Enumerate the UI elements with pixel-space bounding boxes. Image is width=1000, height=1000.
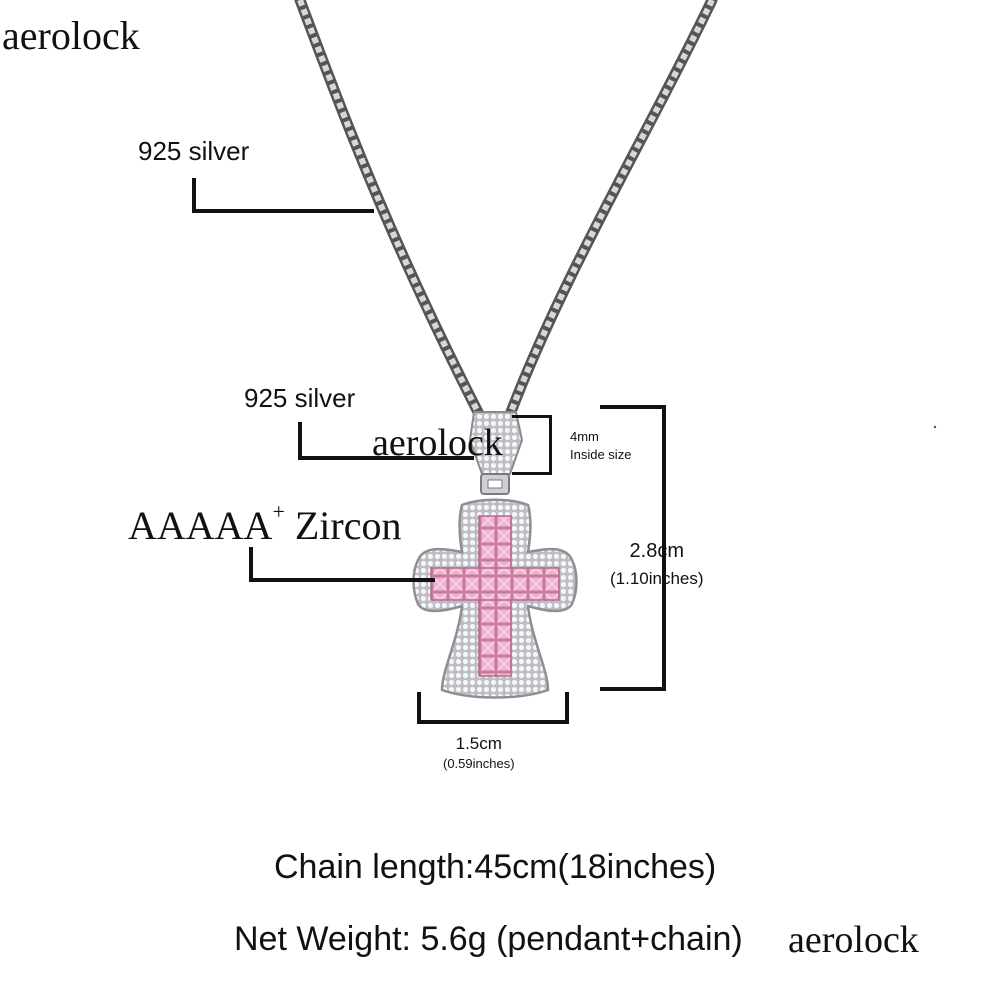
callout-chain-horizontal — [192, 209, 374, 213]
stone-grade-label: AAAAA+ Zircon — [128, 498, 402, 549]
height-bracket-top — [600, 405, 666, 409]
bail-size-value: 4mm — [570, 429, 599, 444]
callout-bail-horizontal — [298, 456, 474, 460]
stone-grade-suffix: Zircon — [284, 503, 402, 548]
width-label: 1.5cm (0.59inches) — [443, 734, 515, 774]
cross-pendant — [412, 498, 578, 699]
stone-grade-prefix: AAAAA — [128, 503, 273, 548]
stone-grade-plus: + — [272, 498, 285, 524]
chain-left-strand — [294, 0, 488, 426]
chain-right-strand — [502, 0, 718, 426]
callout-chain-vertical — [192, 178, 196, 213]
height-inches: (1.10inches) — [610, 569, 704, 588]
chain-material-label: 925 silver — [138, 136, 250, 166]
width-bracket-right — [565, 692, 569, 724]
net-weight-spec: Net Weight: 5.6g (pendant+chain) — [234, 920, 743, 958]
watermark-top-left: aerolock — [2, 13, 140, 58]
width-bracket-left — [417, 692, 421, 724]
stray-dot — [933, 425, 937, 429]
callout-zircon-horizontal — [249, 578, 435, 582]
height-label: 2.8cm (1.10inches) — [610, 537, 704, 593]
bail-bracket-side — [549, 415, 552, 475]
bail-bracket-top — [512, 415, 552, 418]
height-bracket-bottom — [600, 687, 666, 691]
height-value: 2.8cm — [629, 540, 685, 562]
pendant-bail — [468, 411, 524, 495]
chain-length-spec: Chain length:45cm(18inches) — [274, 848, 717, 886]
watermark-bottom-right: aerolock — [788, 919, 919, 961]
bail-material-label: 925 silver — [244, 383, 356, 413]
watermark-center: aerolock — [372, 422, 503, 464]
callout-bail-vertical — [298, 422, 302, 460]
bail-size-label: 4mm Inside size — [570, 428, 631, 464]
width-inches: (0.59inches) — [443, 756, 515, 771]
width-bracket-bottom — [417, 720, 569, 724]
width-value: 1.5cm — [455, 734, 502, 753]
bail-bracket-bottom — [512, 472, 552, 475]
bail-size-note: Inside size — [570, 447, 632, 462]
callout-zircon-vertical — [249, 547, 253, 582]
height-bracket-side — [662, 405, 666, 691]
